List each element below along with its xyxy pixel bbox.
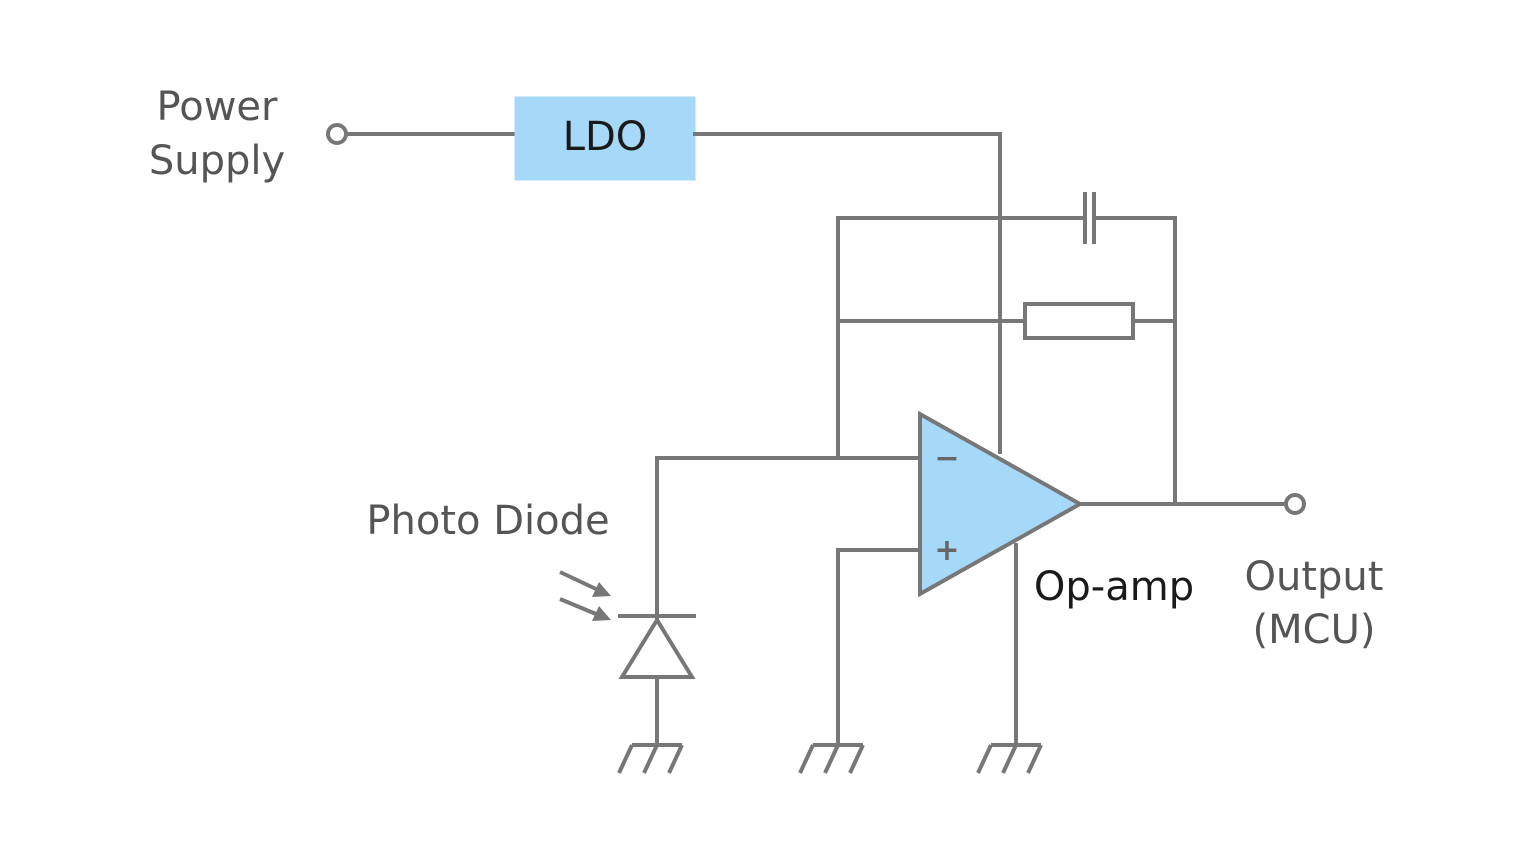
ldo-label: LDO (563, 114, 648, 160)
ground-icon-opamp (976, 743, 1043, 774)
ground-icon-noninverting (798, 743, 865, 774)
ldo-to-opamp-supply-wire (693, 132, 1002, 454)
light-arrow-lower-shaft (559, 597, 597, 616)
ldo-block (514, 96, 696, 181)
output-label-line1: Output (1245, 554, 1384, 600)
power-supply-label-line2: Supply (149, 138, 285, 184)
ground-icon-photodiode (617, 743, 684, 774)
light-arrow-upper-head (592, 582, 611, 597)
feedback-left-wire (836, 216, 1087, 460)
opamp-minus-sign: − (934, 441, 959, 476)
inverting-input-wire (655, 456, 922, 747)
opamp-plus-sign: + (934, 533, 959, 568)
photodiode-label: Photo Diode (366, 498, 609, 544)
light-arrow-upper-shaft (559, 570, 597, 591)
power-supply-label-line1: Power (157, 84, 278, 130)
light-arrow-lower-head (592, 606, 611, 621)
opamp-label: Op-amp (1034, 564, 1194, 610)
output-label-line2: (MCU) (1253, 607, 1376, 653)
feedback-resistor (1023, 302, 1135, 340)
noninverting-input-wire (836, 548, 922, 747)
power-supply-terminal (326, 123, 348, 145)
feedback-right-wire (1092, 216, 1177, 506)
output-terminal (1284, 493, 1306, 515)
opamp-triangle (918, 410, 1085, 598)
photodiode-triangle (618, 616, 696, 679)
